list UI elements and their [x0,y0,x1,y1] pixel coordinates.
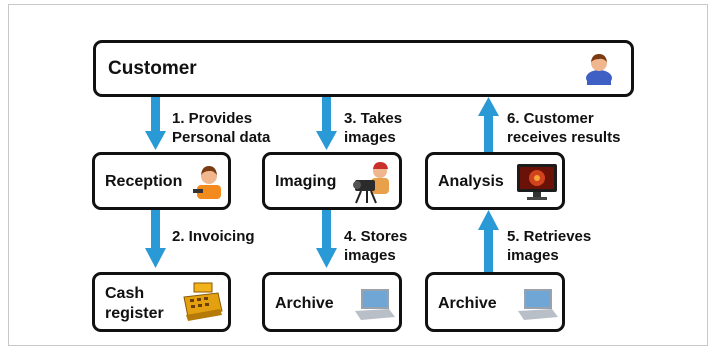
monitor-icon [517,164,557,200]
reception-node: Reception [92,152,231,210]
edge-3-line1: 3. Takes [344,110,403,127]
arrow-archive-to-analysis [478,210,499,272]
edge-6-caption: 6. Customer receives results [507,109,620,147]
archive-imaging-label: Archive [275,295,334,312]
edge-4-caption: 4. Stores images [344,227,407,265]
cash-register-icon [183,282,223,321]
cash-register-node: Cash register [92,272,231,332]
edge-5-caption: 5. Retrieves images [507,227,591,265]
arrow-analysis-to-customer [478,97,499,152]
customer-node: Customer [93,40,634,97]
arrow-imaging-to-archive [316,210,337,268]
diagram-frame [8,4,708,346]
cash-register-label-line2: register [105,305,164,322]
camera-operator-icon [353,162,389,204]
edge-4-line2: images [344,247,396,264]
edge-6-line2: receives results [507,129,621,146]
cash-register-label-line1: Cash [105,285,145,302]
arrow-customer-to-reception [145,97,166,150]
edge-3-caption: 3. Takes images [344,109,402,147]
analysis-node: Analysis [425,152,565,210]
customer-label: Customer [108,58,197,79]
edge-1-line1: 1. Provides [172,110,253,127]
reception-label: Reception [105,173,183,190]
archive-analysis-label: Archive [438,295,497,312]
imaging-label: Imaging [275,173,337,190]
imaging-node: Imaging [262,152,402,210]
archive-analysis-node: Archive [425,272,565,332]
edge-3-line2: images [344,129,396,146]
edge-1-line2: Personal data [172,129,271,146]
archive-imaging-node: Archive [262,272,402,332]
arrow-reception-to-cash-register [145,210,166,268]
edge-6-line1: 6. Customer [507,110,594,127]
person-icon [586,54,612,85]
laptop-icon [518,289,558,320]
laptop-icon [355,289,395,320]
edge-5-line2: images [507,247,559,264]
analysis-label: Analysis [438,173,504,190]
arrow-customer-to-imaging [316,97,337,150]
edge-2-caption: 2. Invoicing [172,227,255,246]
edge-4-line1: 4. Stores [344,228,408,245]
edge-5-line1: 5. Retrieves [507,228,592,245]
edge-2-line1: 2. Invoicing [172,228,255,245]
edge-1-caption: 1. Provides Personal data [172,109,270,147]
receptionist-icon [193,166,221,199]
